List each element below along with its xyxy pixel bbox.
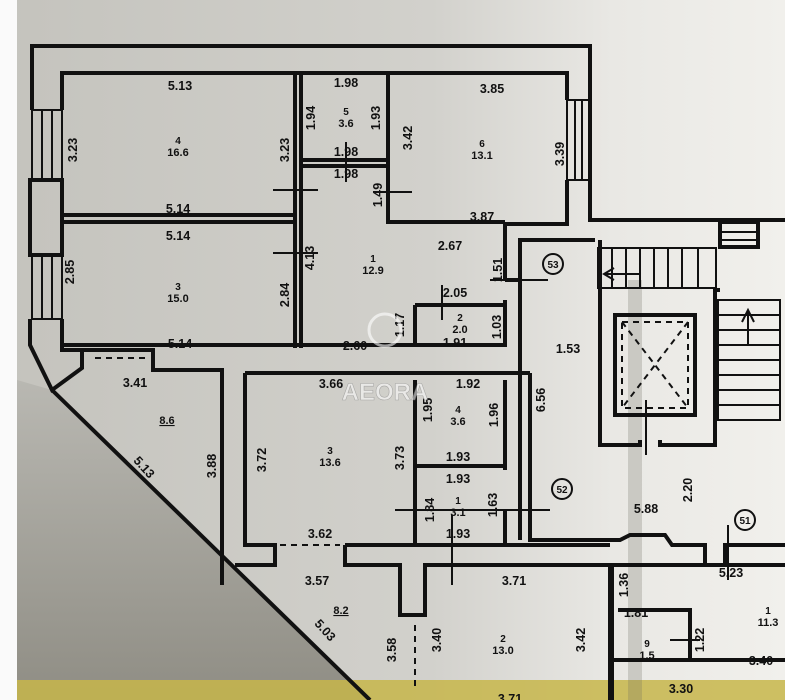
staircase-upper bbox=[597, 247, 717, 289]
dimension: 1.91 bbox=[443, 336, 467, 350]
room-number: 4 bbox=[455, 405, 461, 416]
marker-51: 51 bbox=[734, 509, 756, 531]
room-labels: 416.6 53.6 613.1 315.0 112.9 22.0 8.6 31… bbox=[159, 107, 778, 662]
dimension: 3.72 bbox=[255, 448, 269, 472]
dimension: 1.93 bbox=[369, 106, 383, 130]
dimension: 3.23 bbox=[278, 138, 292, 162]
room-number: 2 bbox=[500, 634, 506, 645]
room-area: 3.6 bbox=[450, 416, 465, 428]
room-area: 11.3 bbox=[758, 617, 779, 629]
dimension: 3.87 bbox=[470, 210, 494, 224]
room-number: 1 bbox=[455, 496, 461, 507]
room-area: 2.0 bbox=[452, 324, 467, 336]
room-area: 3.6 bbox=[338, 118, 353, 130]
dimension: 3.85 bbox=[480, 82, 504, 96]
dimension: 6.56 bbox=[534, 388, 548, 412]
dimension: 1.51 bbox=[491, 258, 505, 282]
room-area: 12.9 bbox=[362, 265, 383, 277]
dimension: 3.71 bbox=[498, 692, 522, 700]
room-area: 8.2 bbox=[333, 605, 348, 617]
door-markers bbox=[273, 142, 729, 641]
dimension: 3.58 bbox=[385, 638, 399, 662]
marker-53: 53 bbox=[542, 253, 564, 275]
dimension: 5.14 bbox=[166, 202, 190, 216]
dimension: 5.88 bbox=[634, 502, 658, 516]
dimension: 3.40 bbox=[430, 628, 444, 652]
marker-label: 53 bbox=[547, 260, 559, 271]
room-area: 1.5 bbox=[639, 650, 654, 662]
watermark-text: AEORA bbox=[342, 379, 429, 406]
dimension: 2.67 bbox=[438, 239, 462, 253]
dimension: 3.73 bbox=[393, 446, 407, 470]
dimension: 3.39 bbox=[553, 142, 567, 166]
dimension: 1.36 bbox=[617, 573, 631, 597]
dimension: 2.60 bbox=[343, 339, 367, 353]
dimension: 5.13 bbox=[168, 79, 192, 93]
dimension: 5.14 bbox=[168, 337, 192, 351]
dimension: 1.93 bbox=[446, 527, 470, 541]
dimension: 1.49 bbox=[371, 183, 385, 207]
dimension: 1.63 bbox=[486, 493, 500, 517]
room-number: 3 bbox=[327, 446, 333, 457]
dimension: 3.41 bbox=[123, 376, 147, 390]
dimension: 4.13 bbox=[303, 246, 317, 270]
dimension: 1.84 bbox=[423, 498, 437, 522]
dimension: 1.92 bbox=[456, 377, 480, 391]
room-area: 8.6 bbox=[159, 415, 174, 427]
dimension: 3.62 bbox=[308, 527, 332, 541]
dimension: 1.98 bbox=[334, 145, 358, 159]
dimension: 1.94 bbox=[304, 106, 318, 130]
marker-52: 52 bbox=[551, 478, 573, 500]
room-area: 16.6 bbox=[167, 147, 188, 159]
dimension: 3.88 bbox=[205, 454, 219, 478]
elevator-shaft bbox=[613, 313, 697, 417]
dimension: 5.23 bbox=[719, 566, 743, 580]
room-area: 13.0 bbox=[492, 645, 513, 657]
dimension: 1.95 bbox=[421, 398, 435, 422]
room-area: 15.0 bbox=[167, 293, 188, 305]
dimension: 1.98 bbox=[334, 76, 358, 90]
room-number: 1 bbox=[765, 606, 771, 617]
dimension: 1.53 bbox=[556, 342, 580, 356]
room-number: 5 bbox=[343, 107, 349, 118]
dimension: 3.42 bbox=[401, 126, 415, 150]
fold-shadow bbox=[628, 280, 642, 700]
dimension: 2.20 bbox=[681, 478, 695, 502]
dimension: 3.40 bbox=[749, 654, 773, 668]
room-number: 1 bbox=[370, 254, 376, 265]
dimension: 3.57 bbox=[305, 574, 329, 588]
marker-label: 52 bbox=[556, 485, 568, 496]
dimension: 3.23 bbox=[66, 138, 80, 162]
dimension: 1.22 bbox=[693, 628, 707, 652]
dimension: 1.93 bbox=[446, 450, 470, 464]
dimension: 2.85 bbox=[63, 260, 77, 284]
walls bbox=[28, 44, 785, 700]
room-number: 3 bbox=[175, 282, 181, 293]
dimension: 3.71 bbox=[502, 574, 526, 588]
room-number: 4 bbox=[175, 136, 181, 147]
room-number: 6 bbox=[479, 139, 485, 150]
outside-area bbox=[17, 380, 370, 700]
dimension: 2.05 bbox=[443, 286, 467, 300]
dimension: 1.93 bbox=[446, 472, 470, 486]
dimension: 3.30 bbox=[669, 682, 693, 696]
left-margin bbox=[0, 0, 17, 700]
room-number: 2 bbox=[457, 313, 463, 324]
room-area: 13.1 bbox=[471, 150, 492, 162]
dimension: 3.66 bbox=[319, 377, 343, 391]
dimension: 1.98 bbox=[334, 167, 358, 181]
dimension: 2.84 bbox=[278, 283, 292, 307]
dimension: 1.96 bbox=[487, 403, 501, 427]
room-number: 9 bbox=[644, 639, 650, 650]
marker-label: 51 bbox=[739, 516, 751, 527]
tape-strip bbox=[17, 680, 785, 700]
dimension: 3.42 bbox=[574, 628, 588, 652]
staircase-right bbox=[717, 220, 781, 421]
dimension: 1.03 bbox=[490, 315, 504, 339]
dimension: 5.14 bbox=[166, 229, 190, 243]
watermark-logo: AEORA bbox=[341, 312, 429, 406]
room-area: 13.6 bbox=[319, 457, 340, 469]
room-area: 3.1 bbox=[450, 507, 465, 519]
dimension: 1.81 bbox=[624, 606, 648, 620]
